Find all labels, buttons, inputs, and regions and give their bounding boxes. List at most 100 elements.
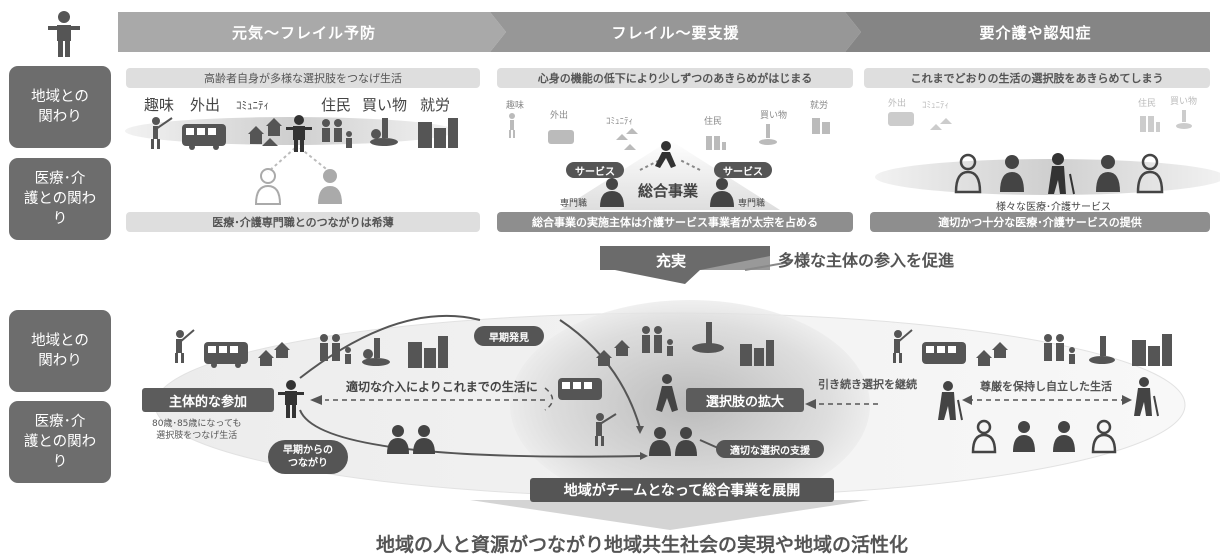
office-building-icon [812,118,830,134]
col2-icons [509,113,830,168]
doctor-icon [710,178,734,207]
col2-footer: 総合事業の実施主体は介護サービス事業者が太宗を占める [497,212,853,232]
nurse-icon [971,419,997,454]
residents-family-icon [706,136,726,150]
col2-label-hobby: 趣味 [506,101,525,111]
side-label-community-bottom: 地域との 関わり [9,310,111,392]
elder-cane-icon [938,381,963,421]
col2-label-work: 就労 [810,101,829,111]
side-label-care-top: 医療･介 護との関わ り [9,158,111,240]
col2-label-shopping: 買い物 [760,111,788,121]
continue-choice-label: 引き続き選択を継続 [818,378,917,391]
bottom-center-icons [596,322,774,366]
choice-support-pill: 適切な選択の支援 [716,440,824,458]
wine-shopping-icon [1176,110,1192,129]
golf-icon [509,113,515,138]
col3-label-shopping: 買い物 [1170,97,1198,107]
middle-arrow [600,246,791,284]
col1-label-shopping: 買い物 [362,96,408,114]
col1-label-residents: 住民 [321,96,352,114]
col1-care-icons [254,168,342,205]
col3-label-community: ｺﾐｭﾆﾃｨ [922,101,950,111]
bus-icon [548,130,574,144]
doctor-icon [1096,155,1120,192]
nurse-icon [954,153,982,194]
golf-icon [151,117,173,149]
col3-header: これまでどおりの生活の選択肢をあきらめてしまう [864,68,1210,88]
col1-label-community: ｺﾐｭﾆﾃｨ [236,99,269,112]
wine-shopping-icon [362,338,390,366]
elder-cane-icon [1134,377,1159,417]
col3-label-residents: 住民 [1138,99,1157,109]
expansion-box: 選択肢の拡大 [686,388,804,412]
bus-icon [888,112,914,126]
col1-label-work: 就労 [420,96,451,114]
intervention-label: 適切な介入によりこれまでの生活に [346,380,538,394]
golf-icon [175,329,195,363]
bus-icon [182,124,226,150]
golf-icon [595,413,617,446]
office-building-icon [418,118,458,148]
doctor-icon [1053,421,1075,452]
service-pill-right: サービス [714,162,772,178]
office-building-icon [408,336,448,368]
col2-specialist-icons [600,178,734,207]
team-banner: 地域がチームとなって総合事業を展開 [530,478,834,502]
col1-label-outing: 外出 [190,96,221,114]
side-label-care-bottom: 医療･介 護との関わ り [9,401,111,483]
dignity-label: 尊厳を保持し自立した生活 [980,380,1112,393]
col2-label-community: ｺﾐｭﾆﾃｨ [606,117,634,127]
wine-shopping-icon [692,322,724,353]
office-building-icon [740,340,774,366]
col1-footer: 医療･介護専門職とのつながりは希薄 [126,212,480,232]
community-houses-icon [258,342,290,366]
community-houses-icon [976,342,1008,366]
col2-label-residents: 住民 [704,117,723,127]
bottom-right-icons [893,329,1172,366]
nurse-doctor-pair-icon [649,427,697,456]
nurse-icon [1091,419,1117,454]
col3-footer: 適切かつ十分な医療･介護サービスの提供 [870,212,1210,232]
enrichment-label: 充実 [656,252,687,270]
comprehensive-project-label: 総合事業 [638,182,699,200]
phase-1-label: 元気～フレイル予防 [231,23,376,42]
conclusion-title: 地域の人と資源がつながり地域共生社会の実現や地域の活性化 [376,534,909,556]
doctor-icon [1013,421,1035,452]
person-icon [278,380,304,418]
col3-care-icons [954,153,1164,195]
side-label-community-top: 地域との 関わり [9,66,111,148]
bus-icon [558,378,602,400]
promotion-label: 多様な主体の参入を促進 [778,251,955,270]
community-houses-icon [248,118,282,146]
specialist-left-label: 専門職 [560,199,588,209]
bus-icon [204,342,248,368]
nurse-icon [600,178,624,207]
residents-family-icon [642,326,673,356]
participation-box: 主体的な参加 [142,388,274,412]
nurse-doctor-pair-icon [387,425,435,454]
nurse-icon [254,168,282,205]
col3-services-label: 様々な医療･介護サービス [996,202,1111,213]
doctor-icon [318,169,342,204]
residents-family-icon [1140,116,1160,132]
community-houses-icon [930,118,952,130]
residents-family-icon [1044,334,1075,364]
phase-arrows [118,12,1210,52]
col2-label-outing: 外出 [550,111,569,121]
community-houses-icon [596,340,630,366]
early-connection-pill: 早期からの つながり [268,440,348,474]
col3-icons [888,110,1192,132]
residents-family-icon [320,334,351,364]
participation-note: 80歳･85歳になっても 選択肢をつなげ生活 [152,419,242,441]
specialist-right-label: 専門職 [738,199,766,209]
walking-person-icon [656,374,678,412]
bus-icon [922,342,966,364]
early-detection-pill: 早期発見 [474,326,544,346]
service-pill-left: サービス [566,162,624,178]
phase-2-label: フレイル～要支援 [611,23,740,42]
bottom-right-care-icons [971,419,1117,454]
doctor-icon [1000,155,1024,192]
golf-icon [893,329,913,363]
nurse-icon [1136,153,1164,194]
